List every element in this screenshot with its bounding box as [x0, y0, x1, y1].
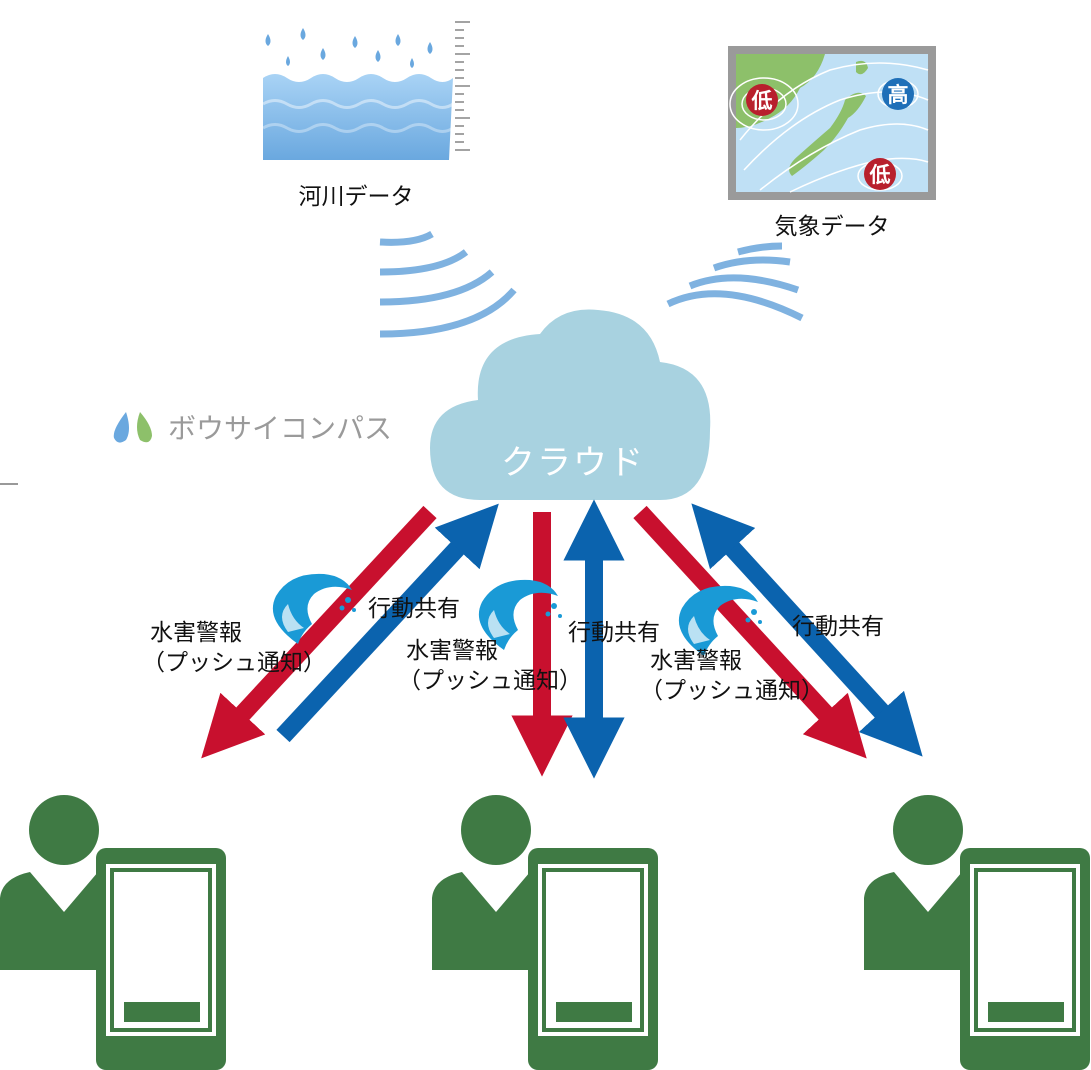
flood-wave-icon-2: [478, 579, 562, 650]
user-with-phone-3: [864, 795, 1090, 1070]
cloud-label: クラウド: [501, 443, 645, 483]
alert-label-left-line1: 水害警報: [150, 620, 242, 646]
user-head: [29, 795, 99, 865]
action-label-right: 行動共有: [792, 614, 884, 640]
flood-wave-icon-3: [678, 585, 762, 656]
high-pressure-badge: [882, 78, 914, 110]
low-pressure-badge-2: [864, 158, 896, 190]
svg-text:低: 低: [869, 163, 891, 187]
cloud-shape: [430, 309, 711, 500]
user-with-phone-2: [432, 795, 658, 1070]
action-arrow-left: [276, 503, 499, 743]
smartphone-icon: [960, 848, 1090, 1070]
alert-arrow-left: [201, 505, 437, 759]
river-data-icon: [262, 21, 470, 160]
action-label-center: 行動共有: [568, 620, 660, 646]
user-with-phone-1: [0, 795, 226, 1070]
low-pressure-badge-1: [746, 84, 778, 116]
brand-logo-icon: [113, 412, 152, 443]
flood-wave-icon-1: [272, 573, 356, 644]
action-arrow-right: [691, 503, 923, 757]
water-body: [263, 74, 453, 160]
user-body: [0, 872, 112, 970]
signal-waves-left: [379, 230, 517, 338]
rain-drops: [265, 28, 433, 68]
weather-data-label: 気象データ: [775, 214, 890, 240]
arrows: [201, 499, 923, 779]
water-level-gauge: [455, 21, 470, 151]
action-label-left: 行動共有: [368, 596, 460, 622]
alert-label-center-line2: （プッシュ通知）: [398, 668, 582, 694]
alert-label-right-line1: 水害警報: [650, 648, 742, 674]
smartphone-icon: [96, 848, 226, 1070]
svg-text:高: 高: [888, 83, 909, 107]
alert-label-left-line2: （プッシュ通知）: [142, 650, 326, 676]
smartphone-icon: [528, 848, 658, 1070]
brand-name: ボウサイコンパス: [168, 412, 392, 445]
weather-map-icon: 低 高 低: [728, 46, 936, 200]
user-body: [432, 872, 544, 970]
svg-text:低: 低: [751, 89, 773, 113]
signal-waves-right: [666, 242, 804, 322]
alert-label-center-line1: 水害警報: [406, 638, 498, 664]
user-body: [864, 872, 976, 970]
alert-label-right-line2: （プッシュ通知）: [640, 678, 824, 704]
user-head: [893, 795, 963, 865]
river-data-label: 河川データ: [299, 184, 414, 210]
user-head: [461, 795, 531, 865]
